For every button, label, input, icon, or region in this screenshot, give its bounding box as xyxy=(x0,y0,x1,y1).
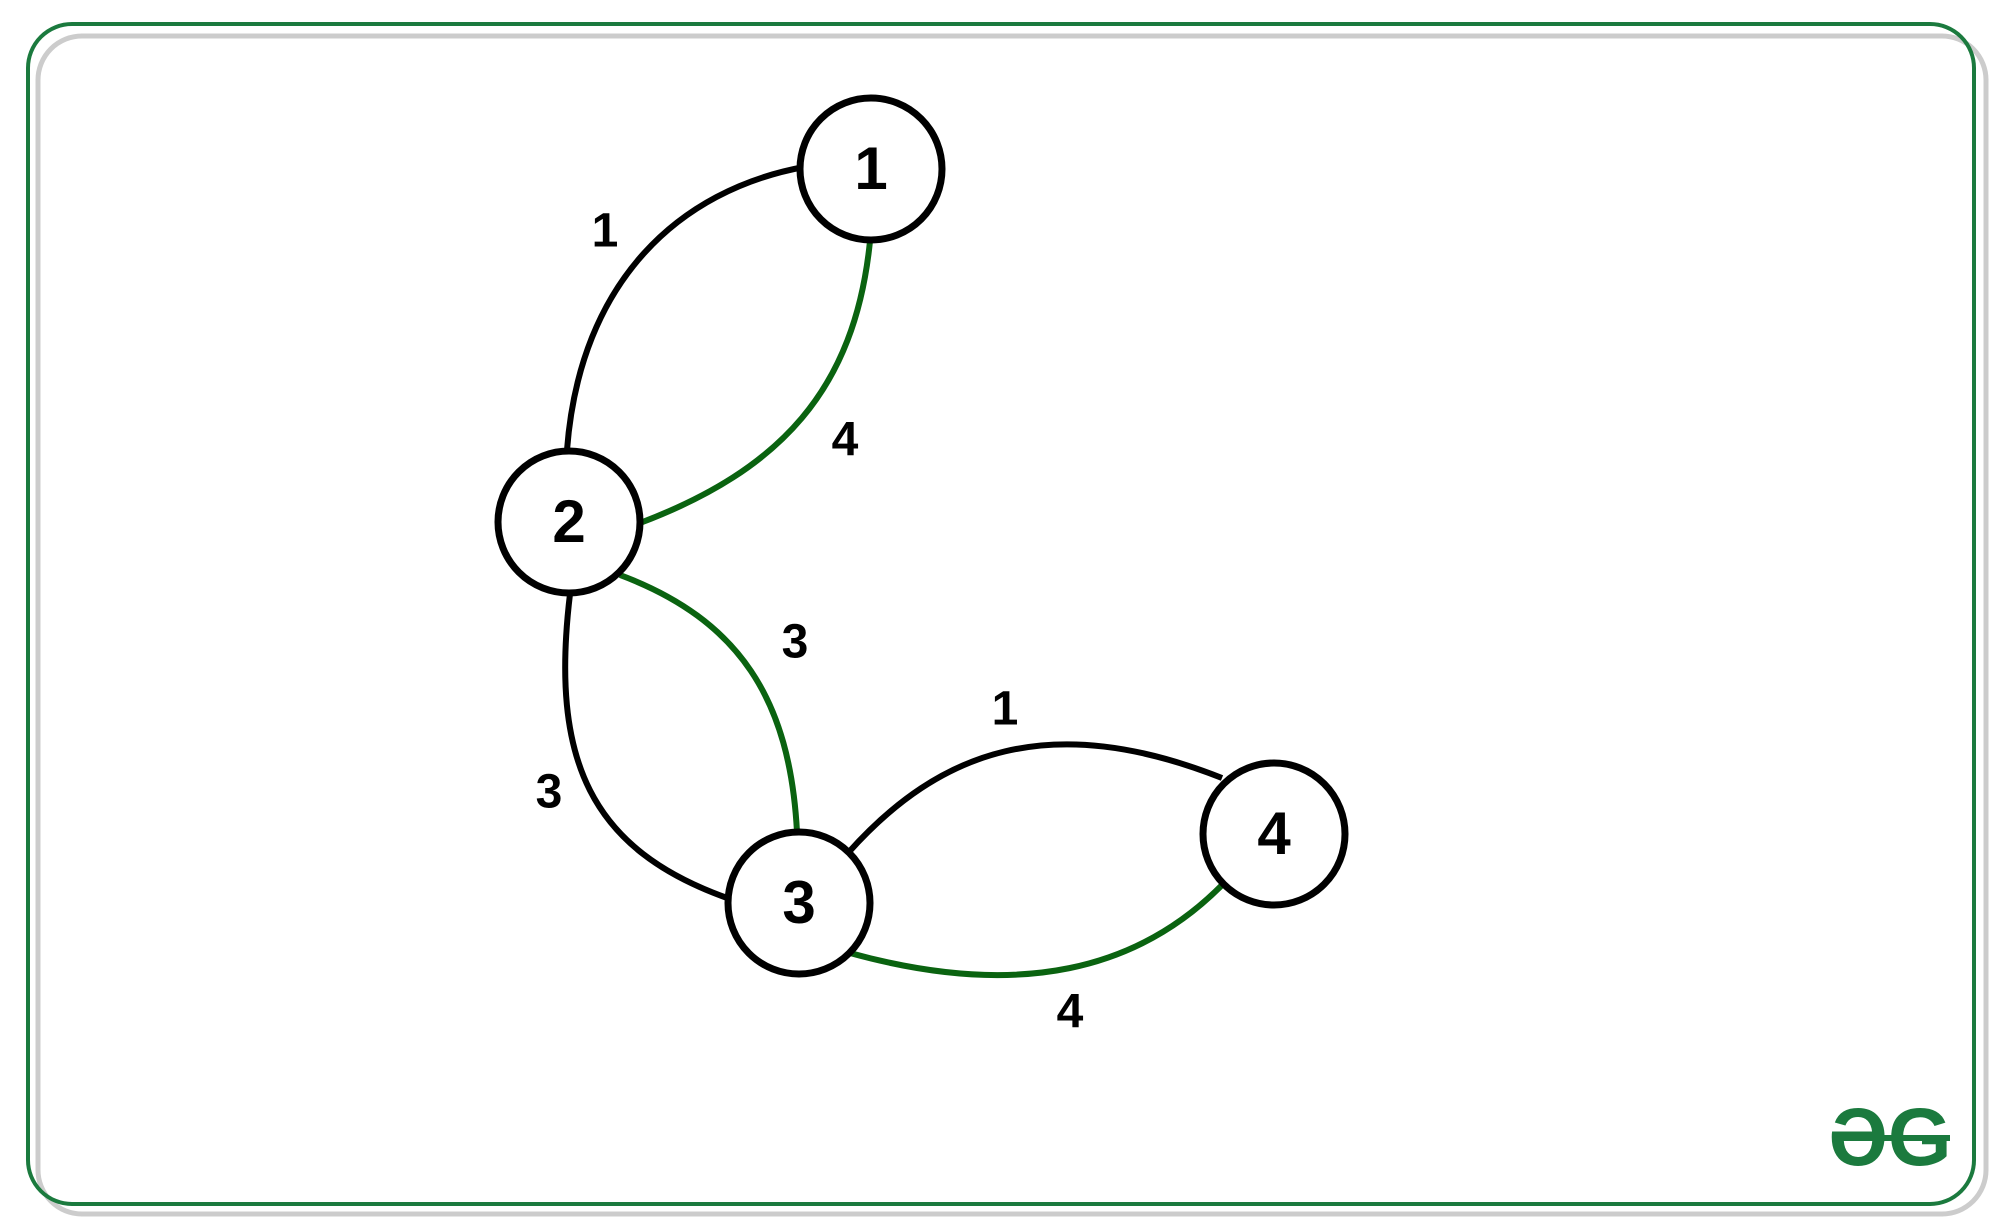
node-4-label: 4 xyxy=(1257,800,1291,867)
node-2-label: 2 xyxy=(552,488,585,555)
node-4: 4 xyxy=(1199,759,1349,909)
edge-1-2-weight-4-label: 4 xyxy=(832,414,859,467)
node-3-label: 3 xyxy=(782,869,815,936)
node-1-label: 1 xyxy=(854,135,887,202)
node-2: 2 xyxy=(494,447,644,597)
edge-2-3-weight-3a-label: 3 xyxy=(782,616,809,669)
edge-2-3-weight-3 xyxy=(562,593,731,902)
edge-3-4-weight-4 xyxy=(849,879,1228,979)
gfg-logo-icon: ƏG xyxy=(1828,1092,1951,1183)
edge-2-3-weight-3-highlighted xyxy=(618,572,800,833)
edge-3-4-weight-1 xyxy=(845,741,1224,855)
node-1: 1 xyxy=(796,94,946,244)
node-3: 3 xyxy=(724,828,874,978)
edge-3-4-weight-1-label: 1 xyxy=(992,683,1019,736)
edge-1-2-weight-1-label: 1 xyxy=(592,205,619,258)
edge-1-2-weight-1 xyxy=(564,164,805,451)
edge-3-4-weight-4-label: 4 xyxy=(1057,986,1084,1039)
edge-2-3-weight-3b-label: 3 xyxy=(536,766,563,819)
edge-1-2-weight-4 xyxy=(638,240,873,526)
frame-shadow xyxy=(35,33,1989,1217)
frame-border xyxy=(26,22,1976,1206)
